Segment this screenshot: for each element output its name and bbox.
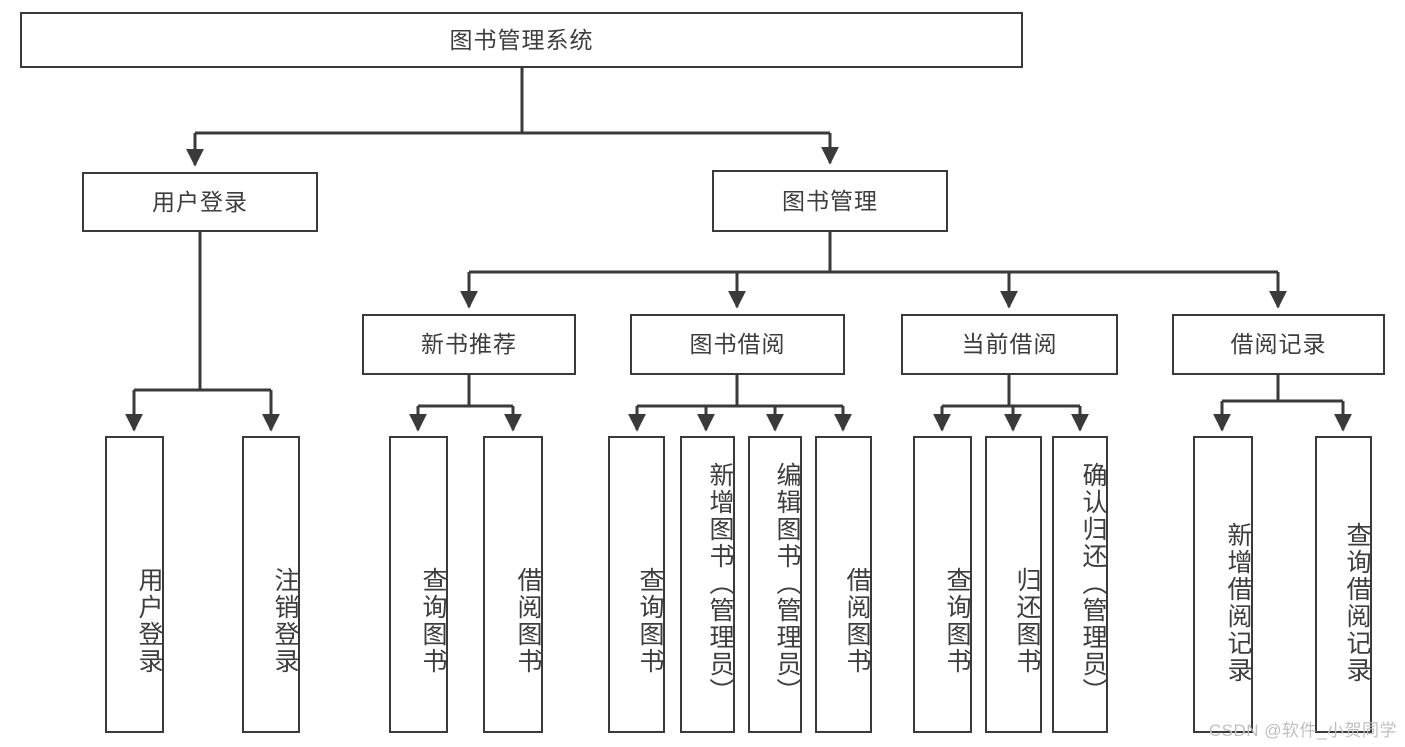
leaf-add-book-admin-label: 新增图书（管理员） bbox=[706, 462, 734, 705]
leaf-add-borrow-record[interactable]: 新增借阅记录 bbox=[1193, 436, 1253, 733]
node-borrow-records[interactable]: 借阅记录 bbox=[1172, 314, 1385, 375]
leaf-query-book-1-label: 查询图书 bbox=[419, 566, 447, 675]
node-root-label: 图书管理系统 bbox=[449, 26, 594, 53]
node-current-borrow-label: 当前借阅 bbox=[961, 331, 1058, 358]
node-book-management-label: 图书管理 bbox=[782, 187, 878, 214]
node-new-book-recommend[interactable]: 新书推荐 bbox=[362, 314, 576, 375]
leaf-query-book-3[interactable]: 查询图书 bbox=[913, 436, 972, 733]
leaf-query-borrow-record-label: 查询借阅记录 bbox=[1343, 521, 1371, 684]
leaf-confirm-return-admin[interactable]: 确认归还（管理员） bbox=[1052, 436, 1108, 733]
node-book-borrow[interactable]: 图书借阅 bbox=[630, 314, 845, 375]
leaf-borrow-book-2[interactable]: 借阅图书 bbox=[815, 436, 872, 733]
node-new-book-recommend-label: 新书推荐 bbox=[421, 331, 517, 358]
node-root[interactable]: 图书管理系统 bbox=[20, 12, 1023, 68]
leaf-edit-book-admin[interactable]: 编辑图书（管理员） bbox=[748, 436, 802, 733]
leaf-query-borrow-record[interactable]: 查询借阅记录 bbox=[1315, 436, 1372, 733]
leaf-query-book-2-label: 查询图书 bbox=[636, 566, 664, 675]
node-user-login[interactable]: 用户登录 bbox=[82, 172, 318, 232]
leaf-user-login-label: 用户登录 bbox=[135, 566, 163, 675]
node-book-management[interactable]: 图书管理 bbox=[712, 170, 948, 232]
leaf-return-book-label: 归还图书 bbox=[1013, 566, 1041, 675]
leaf-edit-book-admin-label: 编辑图书（管理员） bbox=[773, 462, 801, 705]
node-current-borrow[interactable]: 当前借阅 bbox=[901, 314, 1118, 375]
node-borrow-records-label: 借阅记录 bbox=[1230, 331, 1327, 358]
leaf-confirm-return-admin-label: 确认归还（管理员） bbox=[1079, 462, 1107, 705]
leaf-logout-label: 注销登录 bbox=[271, 566, 299, 675]
node-book-borrow-label: 图书借阅 bbox=[689, 331, 786, 358]
leaf-return-book[interactable]: 归还图书 bbox=[985, 436, 1042, 733]
leaf-borrow-book-1[interactable]: 借阅图书 bbox=[483, 436, 543, 733]
csdn-watermark: CSDN @软件_小贺同学 bbox=[1208, 721, 1397, 740]
node-user-login-label: 用户登录 bbox=[152, 188, 248, 215]
leaf-query-book-1[interactable]: 查询图书 bbox=[389, 436, 448, 733]
leaf-query-book-3-label: 查询图书 bbox=[943, 566, 971, 675]
leaf-logout[interactable]: 注销登录 bbox=[242, 436, 300, 733]
leaf-add-book-admin[interactable]: 新增图书（管理员） bbox=[680, 436, 735, 733]
leaf-user-login[interactable]: 用户登录 bbox=[105, 436, 164, 733]
leaf-query-book-2[interactable]: 查询图书 bbox=[608, 436, 665, 733]
leaf-borrow-book-1-label: 借阅图书 bbox=[514, 566, 542, 675]
leaf-borrow-book-2-label: 借阅图书 bbox=[843, 566, 871, 675]
leaf-add-borrow-record-label: 新增借阅记录 bbox=[1224, 521, 1252, 684]
